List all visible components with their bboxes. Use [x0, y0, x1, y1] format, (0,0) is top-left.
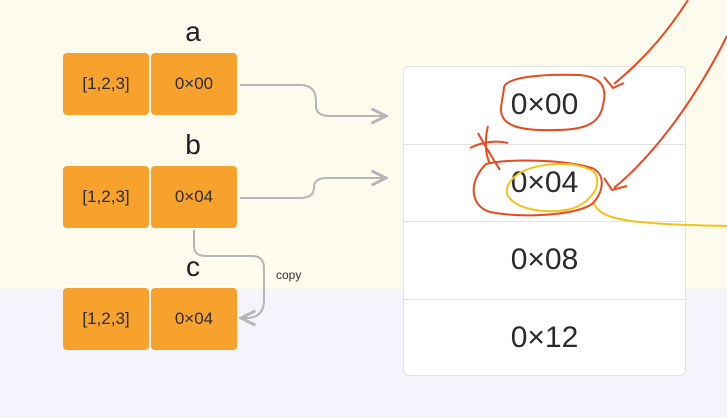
memory-row-0: 0×00 — [404, 67, 685, 145]
copy-label: copy — [276, 268, 302, 282]
memory-row-1: 0×04 — [404, 145, 685, 222]
var-label-b: b — [185, 129, 201, 160]
var-c-value-cell: [1,2,3] — [63, 288, 149, 350]
memory-block: 0×00 0×04 0×08 0×12 — [403, 66, 686, 376]
var-a-value-cell: [1,2,3] — [63, 53, 149, 115]
var-label-a: a — [185, 16, 201, 47]
var-b-value-cell: [1,2,3] — [63, 166, 149, 228]
var-label-c: c — [186, 251, 200, 282]
memory-row-3: 0×12 — [510, 321, 579, 355]
var-a-address-cell: 0×00 — [151, 53, 237, 115]
memory-row-2: 0×08 — [404, 222, 685, 300]
var-c-address-cell: 0×04 — [151, 288, 237, 350]
var-b-address-cell: 0×04 — [151, 166, 237, 228]
